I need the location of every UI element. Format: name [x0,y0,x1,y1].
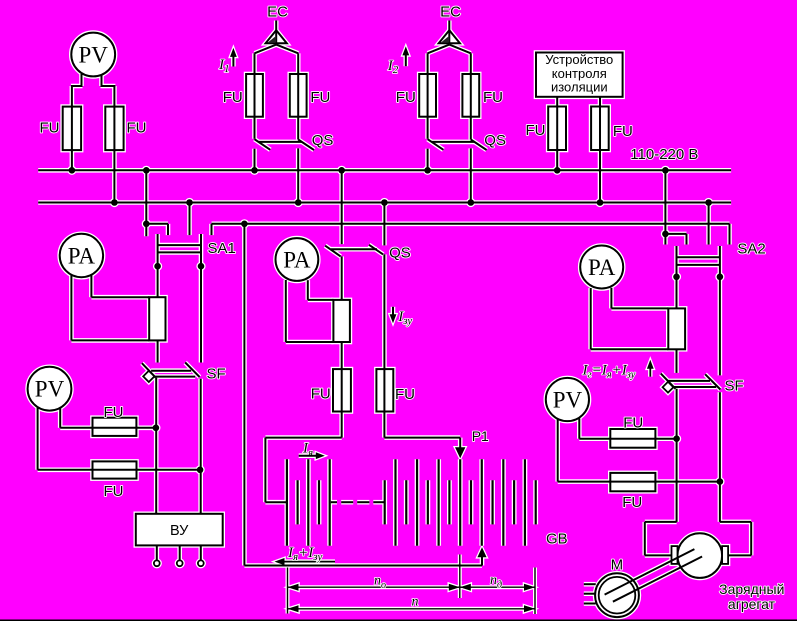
svg-text:Iзу: Iзу [397,309,412,327]
svg-text:n: n [412,594,419,609]
svg-text:SA2: SA2 [737,240,765,257]
svg-text:QS: QS [484,132,506,149]
svg-text:PV: PV [35,377,65,402]
svg-text:FU: FU [395,386,415,403]
svg-text:Устройство: Устройство [545,52,613,67]
svg-text:FU: FU [223,89,243,106]
svg-text:FU: FU [623,414,643,431]
svg-text:агрегат: агрегат [728,596,776,612]
svg-text:110-220 В: 110-220 В [630,146,698,163]
svg-text:SF: SF [207,365,226,382]
svg-text:ВУ: ВУ [170,523,189,539]
svg-text:PV: PV [553,387,583,412]
svg-text:изоляции: изоляции [551,79,608,94]
svg-text:I1: I1 [218,57,230,75]
svg-text:FU: FU [526,122,546,139]
svg-text:Iя+Iзу: Iя+Iзу [287,545,322,563]
svg-text:GB: GB [546,531,568,548]
svg-text:FU: FU [127,120,147,137]
svg-text:PV: PV [78,42,108,67]
svg-text:M: M [611,557,624,574]
svg-text:FU: FU [104,483,124,500]
svg-text:FU: FU [613,123,633,140]
svg-text:FU: FU [483,89,503,106]
svg-text:FU: FU [622,494,642,511]
svg-text:FU: FU [40,120,60,137]
svg-text:I2: I2 [387,58,399,76]
svg-text:QS: QS [389,245,411,262]
svg-text:SF: SF [725,378,744,395]
svg-text:P1: P1 [472,428,489,444]
svg-text:FU: FU [104,404,124,421]
svg-text:FU: FU [310,89,330,106]
svg-text:PA: PA [68,243,96,268]
svg-text:nо: nо [374,574,386,591]
svg-text:QS: QS [312,132,334,149]
svg-text:SA1: SA1 [208,240,236,257]
svg-text:nд: nд [490,573,502,590]
svg-text:Iг=Iя+Iзу: Iг=Iя+Iзу [582,362,636,380]
svg-text:Iя: Iя [302,441,313,459]
svg-text:EC: EC [440,4,461,21]
svg-text:PA: PA [283,247,311,272]
svg-text:PA: PA [588,255,616,280]
svg-text:FU: FU [396,89,416,106]
svg-text:контроля: контроля [552,66,607,81]
svg-text:FU: FU [311,386,331,403]
svg-text:EC: EC [267,4,288,21]
svg-text:Зарядный: Зарядный [719,581,784,597]
